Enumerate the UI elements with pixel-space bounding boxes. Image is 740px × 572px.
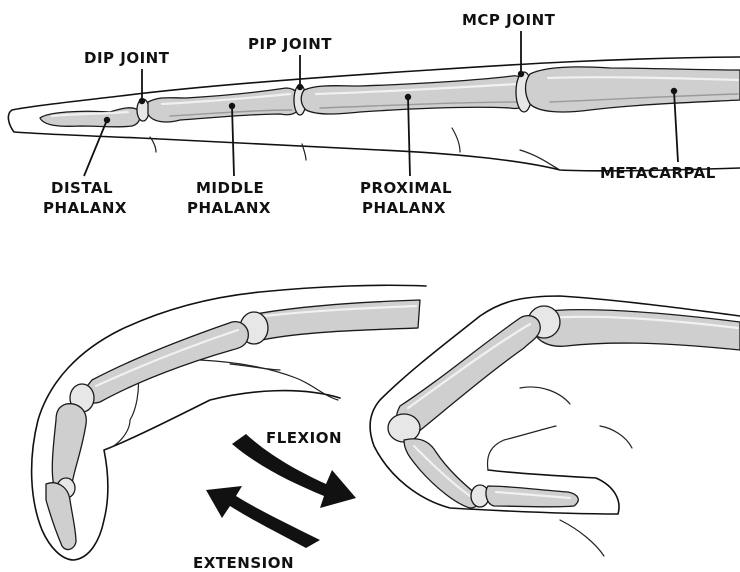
middle-phalanx-label-2: PHALANX (187, 199, 271, 217)
distal-phalanx-label-1: DISTAL (51, 179, 113, 197)
flexed-finger-crease-4 (560, 520, 604, 556)
extended-finger (8, 57, 740, 171)
metacarpal-label: METACARPAL (600, 164, 716, 182)
mcp-joint-label: MCP JOINT (462, 11, 556, 29)
metacarpal-dot (671, 88, 677, 94)
extension-arrow-shape (206, 486, 320, 548)
extension-label: EXTENSION (193, 554, 294, 572)
proximal-phalanx-label-1: PROXIMAL (360, 179, 452, 197)
middle-phalanx-label-1: MIDDLE (196, 179, 264, 197)
curved-finger (32, 285, 426, 560)
mcp-joint-dot (518, 71, 524, 77)
distal-phalanx-dot (104, 117, 110, 123)
pip-joint-label: PIP JOINT (248, 35, 332, 53)
proximal-phalanx-dot (405, 94, 411, 100)
flexed-finger-crease-3 (600, 426, 632, 448)
flexed-finger (370, 296, 740, 556)
middle-phalanx-dot (229, 103, 235, 109)
distal-phalanx-label-2: PHALANX (43, 199, 127, 217)
flexion-label: FLEXION (266, 429, 342, 447)
dip-joint-label: DIP JOINT (84, 49, 170, 67)
extension-arrow (206, 486, 320, 548)
proximal-phalanx-label-2: PHALANX (362, 199, 446, 217)
dip-joint-dot (139, 98, 145, 104)
flexed-pip-joint (388, 414, 420, 442)
pip-joint-dot (297, 84, 303, 90)
